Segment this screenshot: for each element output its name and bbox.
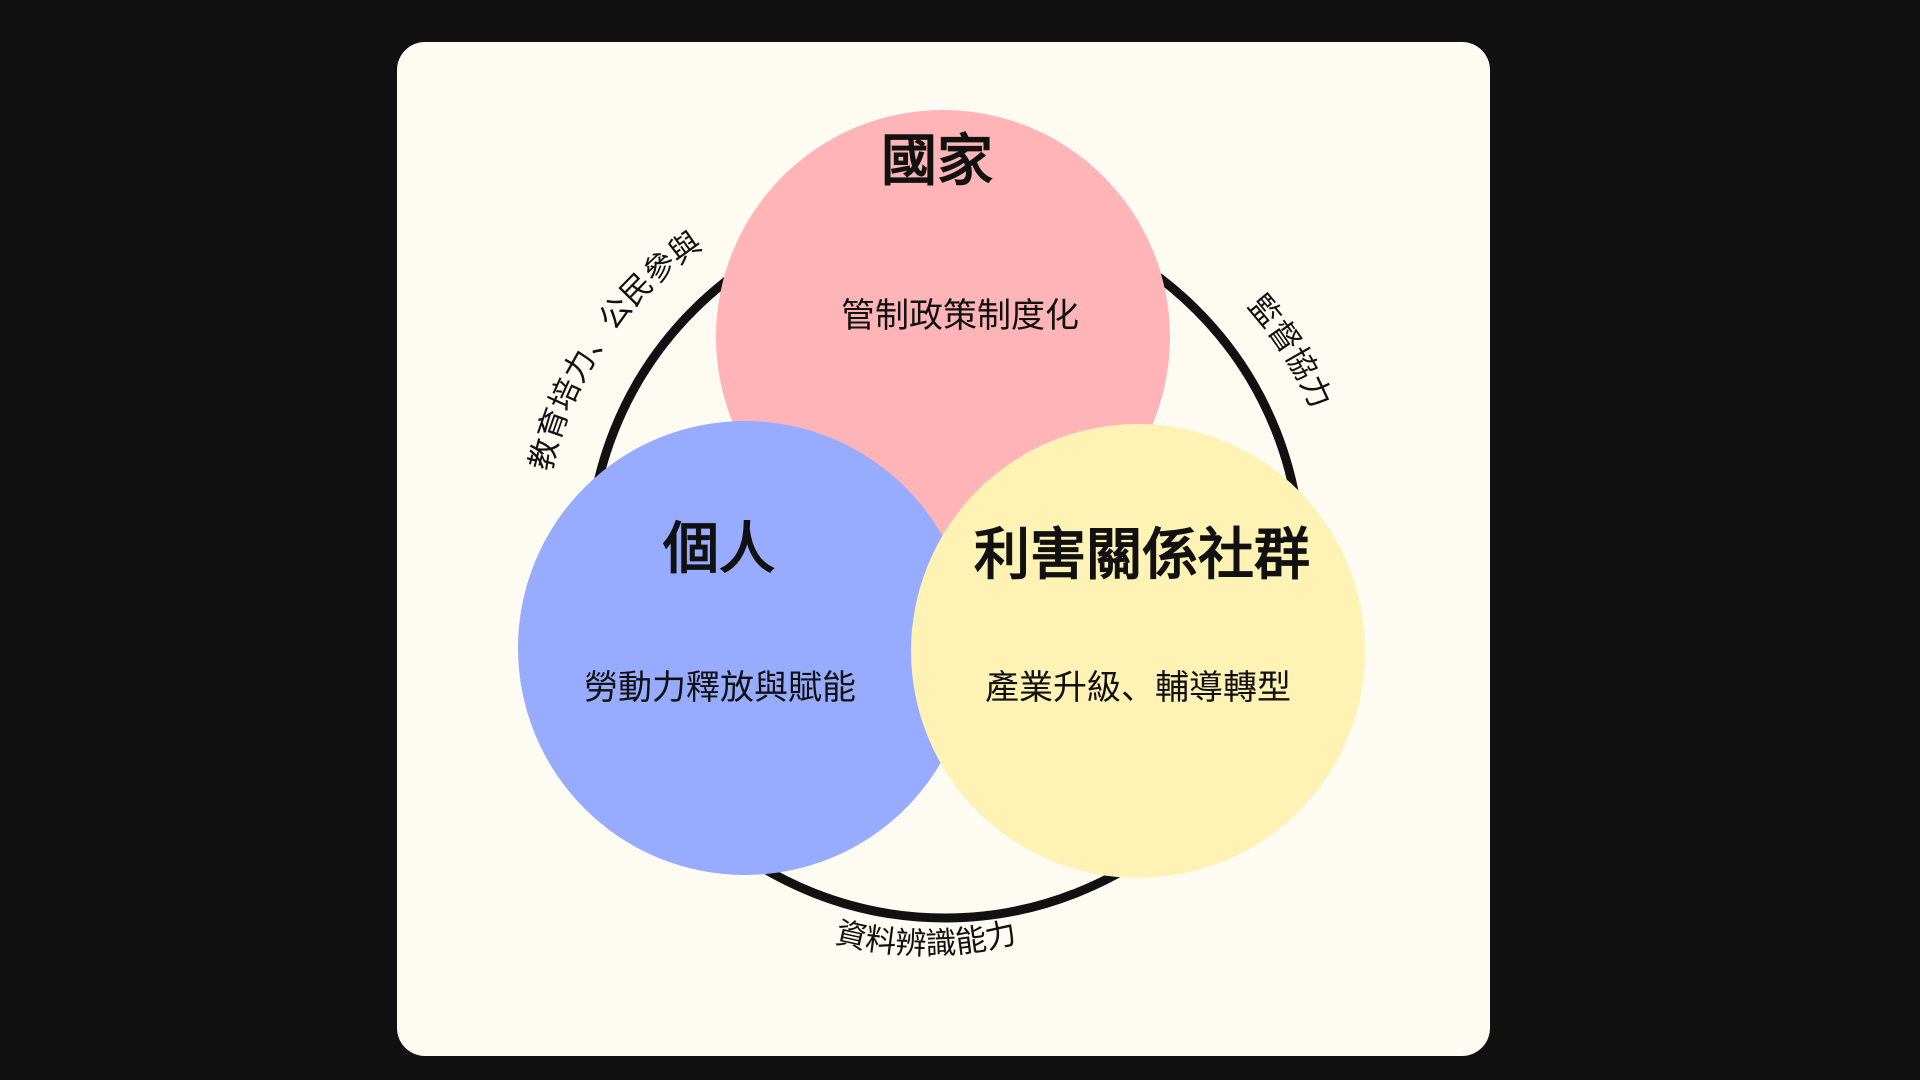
individual-circle bbox=[518, 421, 972, 875]
stakeholder-circle bbox=[911, 424, 1365, 878]
individual-subtitle: 勞動力釋放與賦能 bbox=[584, 668, 856, 708]
state-subtitle: 管制政策制度化 bbox=[841, 296, 1079, 336]
stakeholder-title: 利害關係社群 bbox=[974, 523, 1310, 588]
individual-title: 個人 bbox=[662, 517, 775, 582]
stakeholder-subtitle: 產業升級、輔導轉型 bbox=[985, 668, 1291, 708]
state-title: 國家 bbox=[881, 129, 993, 194]
